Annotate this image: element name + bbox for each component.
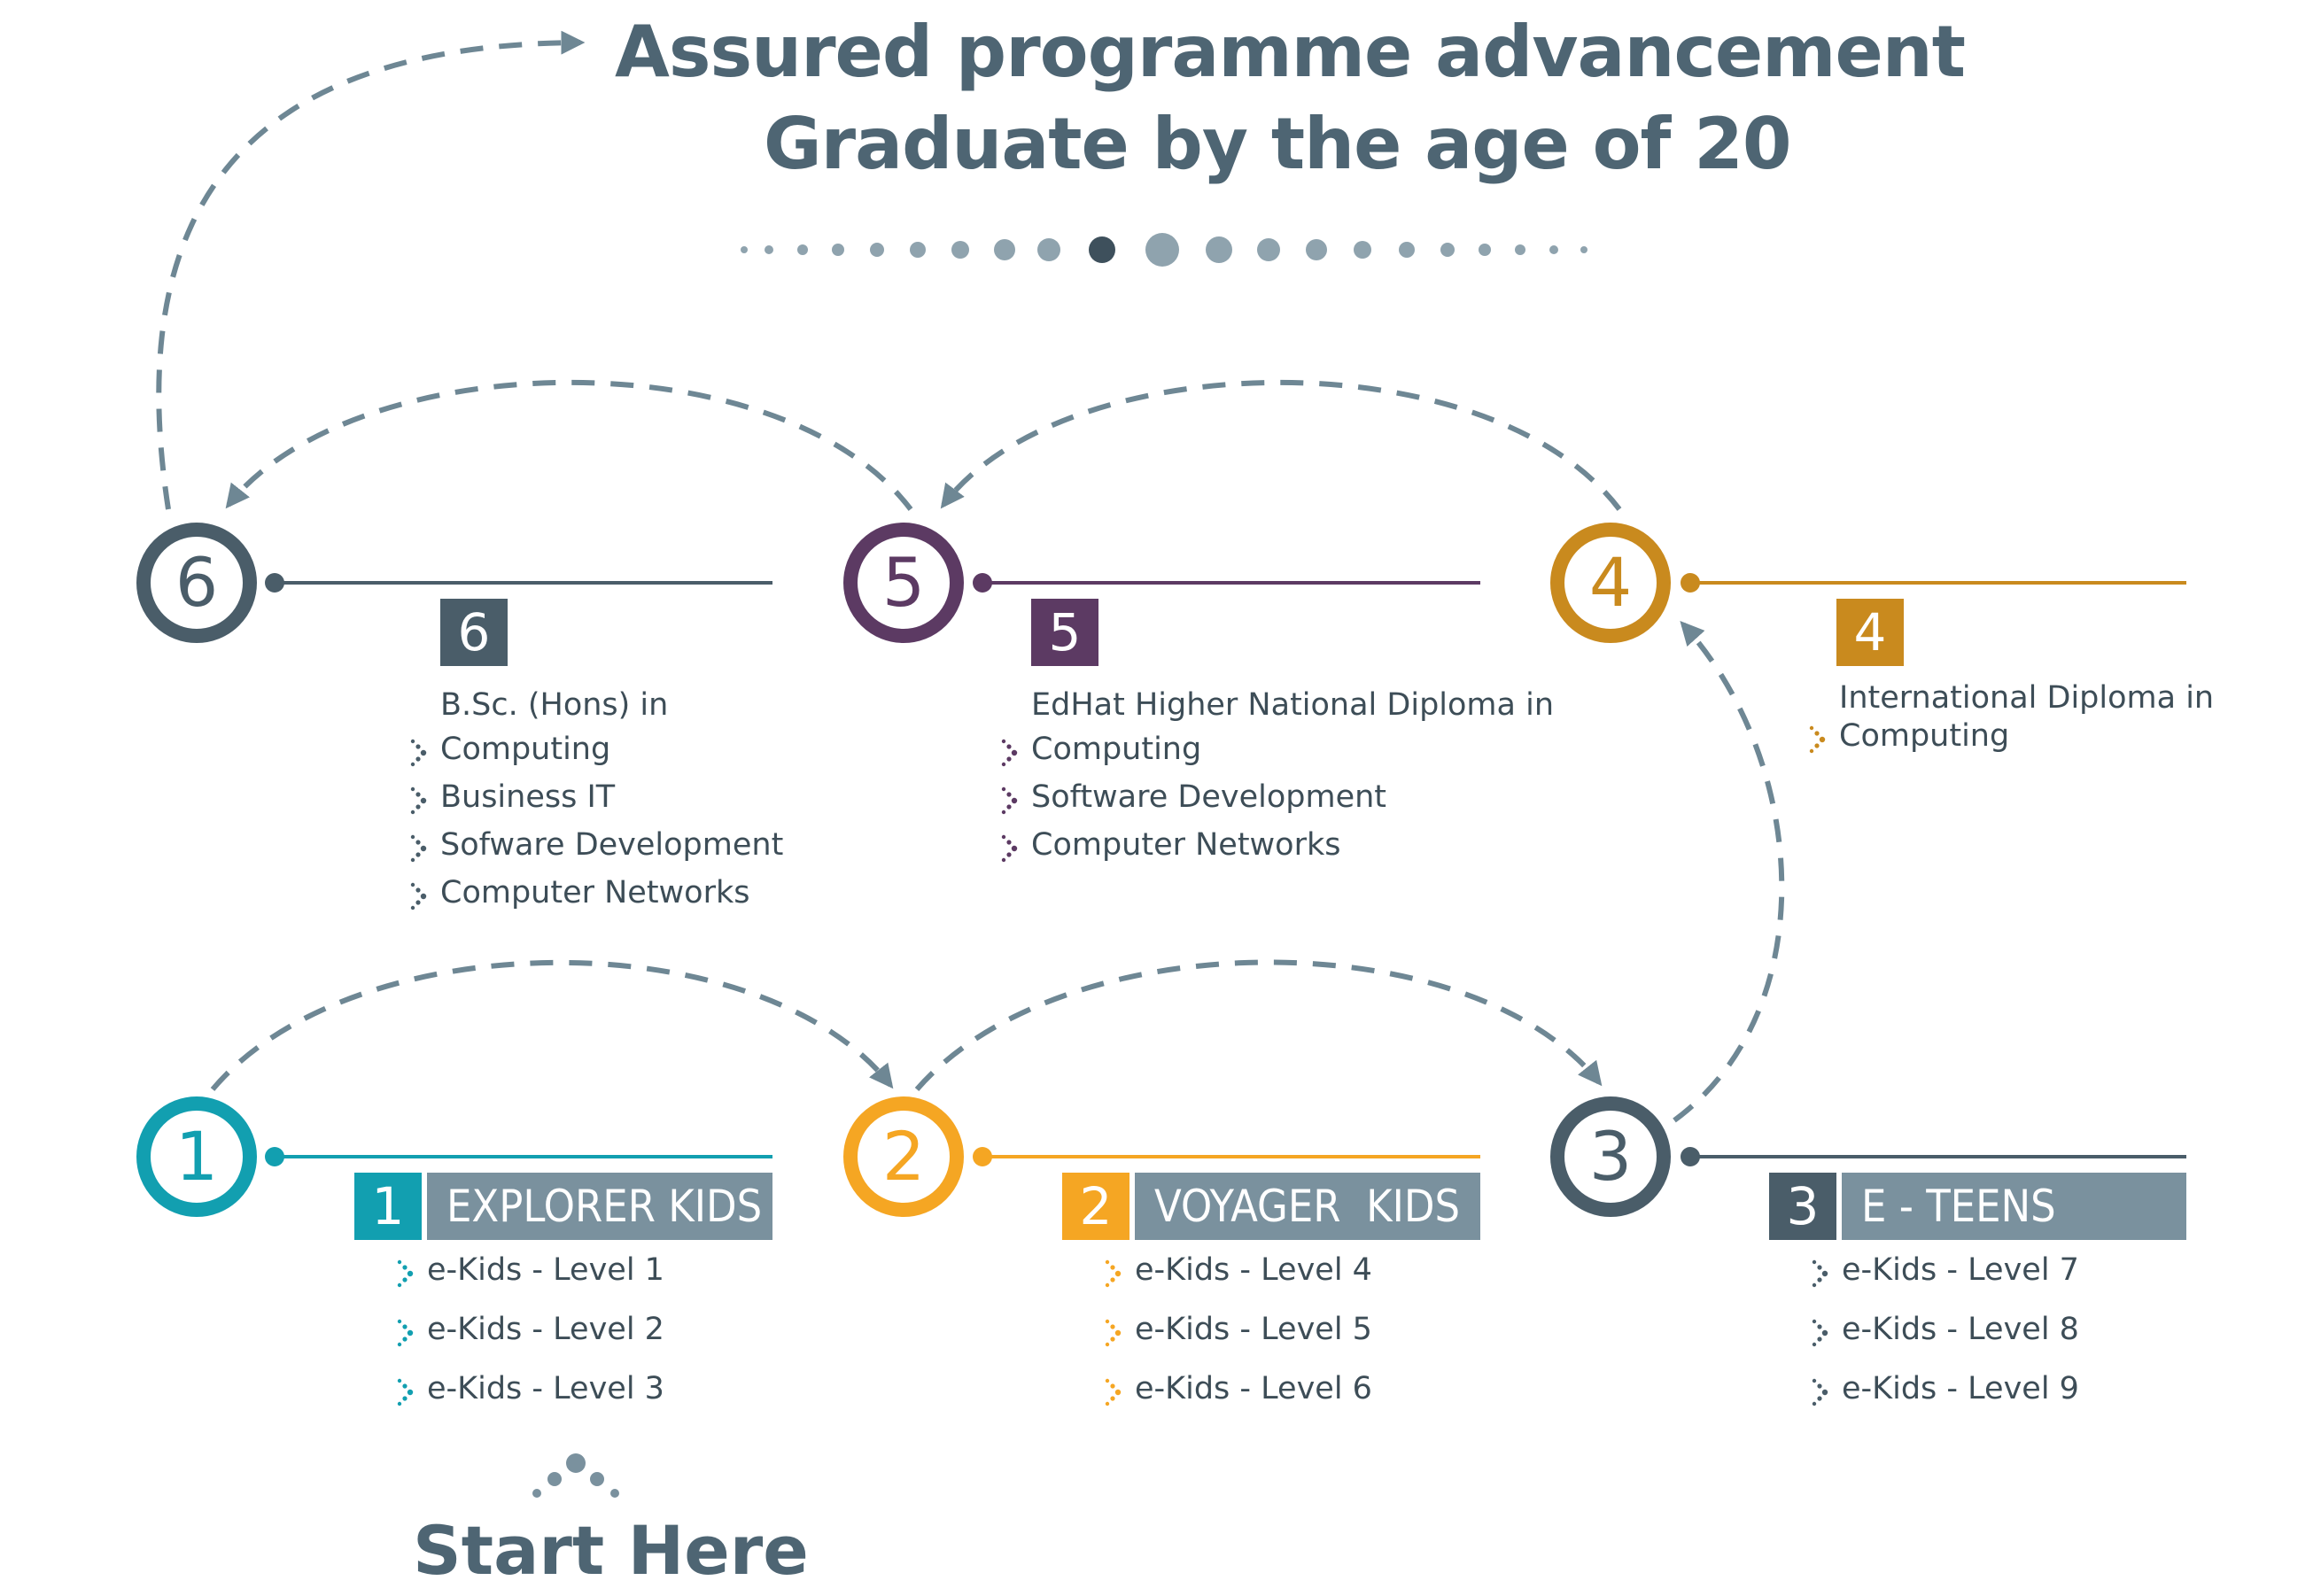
step-1-title-box: EXPLORER KIDS — [427, 1173, 772, 1240]
step-6-number: 6 — [175, 543, 219, 622]
progress-dot — [870, 243, 884, 257]
bullet-chevron-icon — [1001, 739, 1018, 767]
progress-dot — [1037, 238, 1060, 261]
step-4-number-box: 4 — [1836, 599, 1904, 666]
progress-dot — [910, 242, 926, 258]
step-1-line — [275, 1155, 772, 1158]
step-5-circle: 5 — [843, 523, 964, 643]
progress-dot — [1089, 236, 1115, 263]
step-5-number: 5 — [881, 543, 926, 622]
step-5-line — [982, 581, 1480, 585]
step-5-number-box: 5 — [1031, 599, 1098, 666]
bullet-chevron-icon — [397, 1319, 414, 1347]
step-6-number-box: 6 — [440, 599, 508, 666]
bullet-chevron-icon — [397, 1259, 414, 1288]
step-3-title-box: E - TEENS — [1842, 1173, 2186, 1240]
progress-dots — [741, 233, 1587, 267]
progress-dot — [1440, 243, 1455, 257]
step-6-circle: 6 — [136, 523, 257, 643]
step-1-number-box: 1 — [354, 1173, 422, 1240]
bullet-chevron-icon — [1812, 1319, 1828, 1347]
step-4-number: 4 — [1588, 543, 1633, 622]
progress-dot — [1549, 245, 1558, 254]
progress-dot — [797, 244, 808, 255]
progress-dot — [1257, 238, 1280, 261]
progress-dot — [1206, 236, 1232, 263]
progress-dot — [1354, 241, 1371, 259]
arrow-2-to-3 — [914, 959, 1603, 1091]
title-line-1: Assured programme advancement — [615, 11, 1966, 93]
step-5-list-item: Computer Networks — [1031, 827, 1341, 863]
step-4-heading: International Diploma in — [1839, 680, 2215, 716]
step-1-list-item: e-Kids - Level 2 — [427, 1312, 664, 1347]
progress-dot — [832, 244, 844, 256]
step-2-list-item: e-Kids - Level 4 — [1135, 1252, 1372, 1288]
step-1-circle: 1 — [136, 1096, 257, 1217]
bullet-chevron-icon — [410, 834, 427, 863]
bullet-chevron-icon — [1812, 1378, 1828, 1406]
progress-dot — [1399, 242, 1415, 258]
progress-dot — [1479, 244, 1491, 256]
step-3-list-item: e-Kids - Level 9 — [1842, 1371, 2079, 1406]
step-2-number-box: 2 — [1062, 1173, 1129, 1240]
step-2-line — [982, 1155, 1480, 1158]
start-dots-icon — [532, 1453, 619, 1498]
step-1-list-item: e-Kids - Level 3 — [427, 1371, 664, 1406]
progress-dot — [765, 245, 773, 254]
step-5-list-item: Computing — [1031, 732, 1202, 767]
bullet-chevron-icon — [1001, 786, 1018, 815]
step-6-list-item: Computing — [440, 732, 611, 767]
step-1-number: 1 — [175, 1117, 219, 1196]
step-3-number-box: 3 — [1769, 1173, 1836, 1240]
step-3-number: 3 — [1588, 1117, 1633, 1196]
step-4-circle: 4 — [1550, 523, 1671, 643]
step-5-heading: EdHat Higher National Diploma in — [1031, 687, 1555, 723]
bullet-chevron-icon — [410, 739, 427, 767]
step-1-list-item: e-Kids - Level 1 — [427, 1252, 664, 1288]
progress-dot — [994, 239, 1015, 260]
bullet-chevron-icon — [397, 1378, 414, 1406]
step-6-list-item: Business IT — [440, 779, 616, 815]
step-2-title-box: VOYAGER KIDS — [1135, 1173, 1480, 1240]
step-6-line — [275, 581, 772, 585]
step-5-list-item: Software Development — [1031, 779, 1387, 815]
progress-dot — [741, 246, 748, 253]
step-6-list-item: Computer Networks — [440, 875, 750, 910]
step-6-list-item: Sofware Development — [440, 827, 784, 863]
bullet-chevron-icon — [1105, 1378, 1122, 1406]
step-3-list-item: e-Kids - Level 7 — [1842, 1252, 2079, 1288]
step-3-list-item: e-Kids - Level 8 — [1842, 1312, 2079, 1347]
progress-dot — [1515, 244, 1525, 255]
step-4-line — [1690, 581, 2186, 585]
step-3-line — [1690, 1155, 2186, 1158]
step-2-number: 2 — [881, 1117, 926, 1196]
progress-dot — [1306, 239, 1327, 260]
step-6-heading: B.Sc. (Hons) in — [440, 687, 669, 723]
arrow-5-to-6 — [225, 379, 913, 511]
step-2-list-item: e-Kids - Level 6 — [1135, 1371, 1372, 1406]
step-2-circle: 2 — [843, 1096, 964, 1217]
arrow-6-to-top — [156, 30, 586, 510]
start-here-label: Start Here — [413, 1511, 809, 1590]
bullet-chevron-icon — [410, 786, 427, 815]
bullet-chevron-icon — [1809, 725, 1826, 754]
bullet-chevron-icon — [410, 882, 427, 910]
arrow-1-to-2 — [210, 959, 894, 1091]
progress-dot — [1580, 246, 1587, 253]
bullet-chevron-icon — [1105, 1259, 1122, 1288]
step-3-circle: 3 — [1550, 1096, 1671, 1217]
step-2-list-item: e-Kids - Level 5 — [1135, 1312, 1372, 1347]
bullet-chevron-icon — [1001, 834, 1018, 863]
progress-dot — [1145, 233, 1179, 267]
title-line-2: Graduate by the age of 20 — [764, 103, 1792, 185]
bullet-chevron-icon — [1812, 1259, 1828, 1288]
arrow-3-to-4 — [1673, 620, 1785, 1123]
progress-dot — [951, 241, 969, 259]
bullet-chevron-icon — [1105, 1319, 1122, 1347]
arrow-4-to-5 — [940, 379, 1622, 511]
step-4-list-item: Computing — [1839, 718, 2010, 754]
